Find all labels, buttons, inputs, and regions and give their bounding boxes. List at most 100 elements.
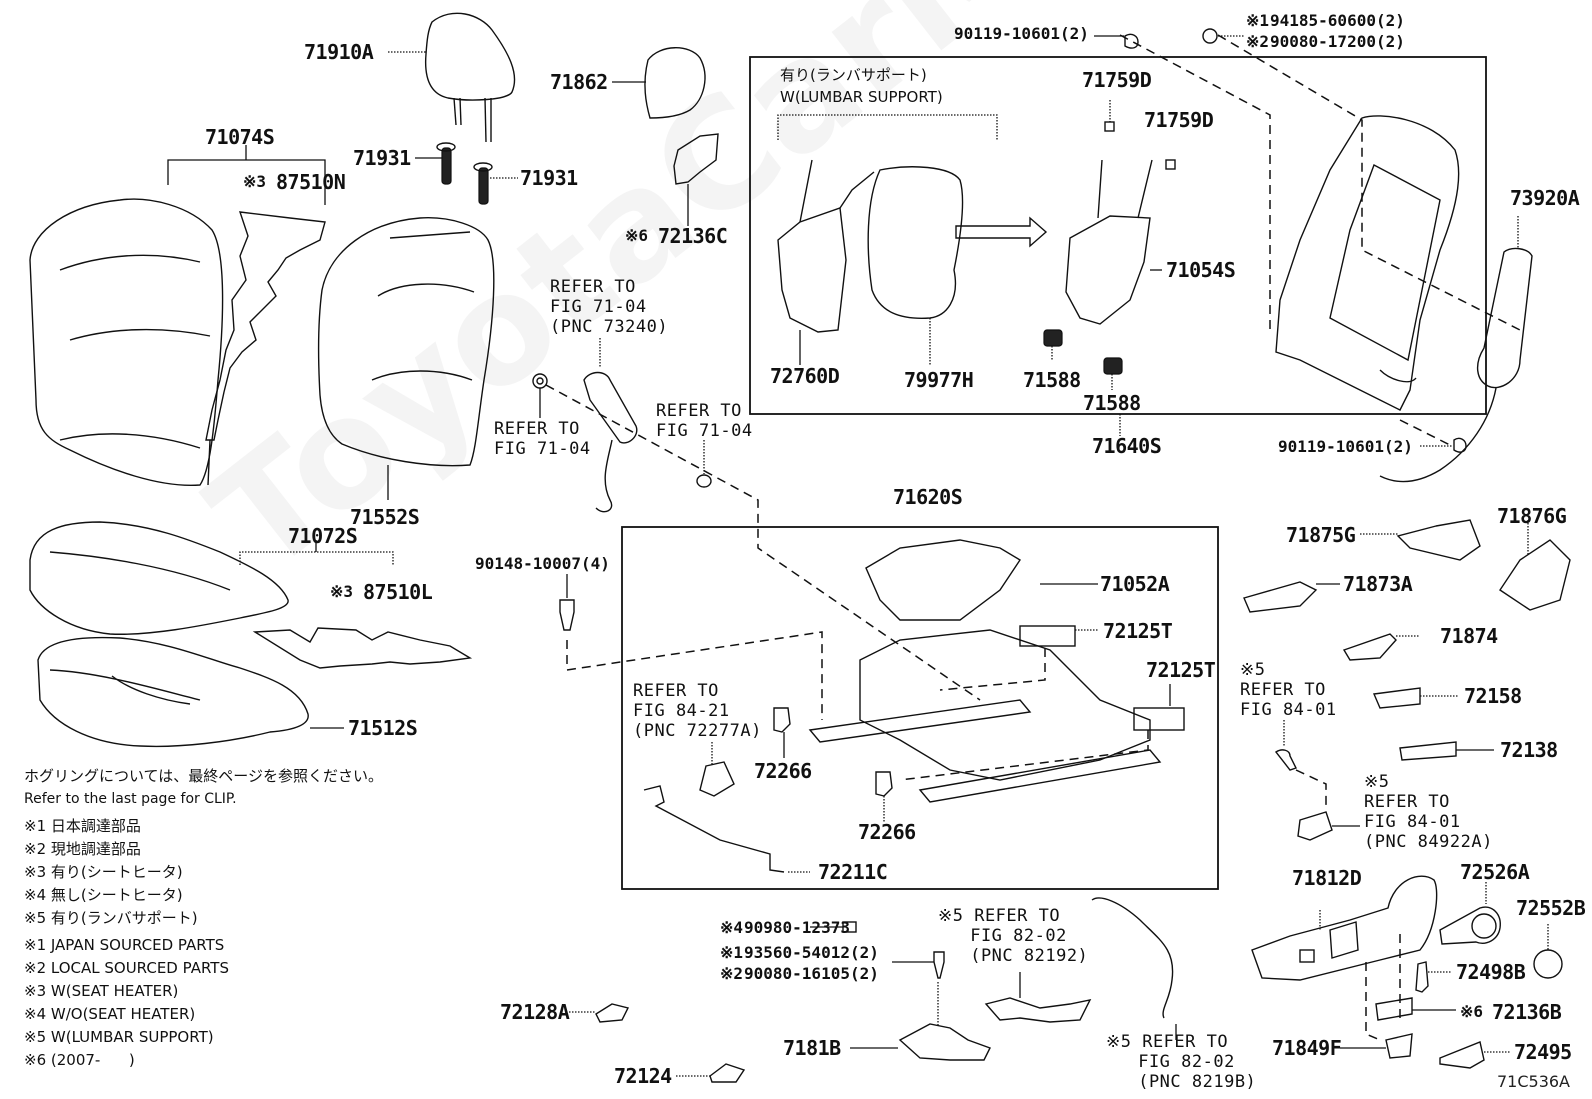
part-label-71588[interactable]: 71588 (1083, 391, 1141, 415)
part-label-93560-54012[interactable]: 93560-54012(2) (744, 943, 879, 962)
part-label-72211C[interactable]: 72211C (818, 860, 888, 884)
side-shield-drawing (1251, 875, 1438, 981)
part-label-71588[interactable]: 71588 (1023, 368, 1081, 392)
reference-fig-71-04[interactable]: REFER TO FIG 71-04 (656, 401, 753, 441)
part-label-72552B[interactable]: 72552B (1516, 896, 1586, 920)
screw-icon (1274, 749, 1297, 771)
part-label-90980-12373[interactable]: 90980-12373 (744, 918, 850, 937)
drawing-code: 71C536A (1496, 1072, 1570, 1091)
part-label-72128A[interactable]: 72128A (500, 1000, 570, 1024)
recliner-knob-drawing (1439, 906, 1501, 945)
part-label-90080-17200[interactable]: 90080-17200(2) (1270, 32, 1405, 51)
seat-track-group-box (621, 526, 1219, 890)
part-label-71052A[interactable]: 71052A (1100, 572, 1170, 596)
clip-note-jp: ホグリングについては、最終ページを参照ください。 (24, 767, 383, 785)
part-label-87510L[interactable]: 87510L (363, 580, 433, 604)
clip-72266-drawing (875, 771, 893, 797)
part-label-71874[interactable]: 71874 (1440, 624, 1498, 648)
part-label-72158[interactable]: 72158 (1464, 684, 1522, 708)
seatback-frame-group-box (749, 56, 1487, 415)
part-label-72136C[interactable]: 72136C (658, 224, 728, 248)
part-label-71876G[interactable]: 71876G (1497, 504, 1567, 528)
lumbar-group-caption-jp: 有り(ランバサポート) (780, 66, 927, 84)
towel-bar-drawing (643, 785, 785, 873)
part-label-87510N[interactable]: 87510N (276, 170, 346, 194)
part-label-71072S[interactable]: 71072S (288, 524, 358, 548)
note-mark: ※1 (720, 943, 744, 962)
note-mark: ※6 (1460, 1002, 1484, 1021)
part-label-72498B[interactable]: 72498B (1456, 960, 1526, 984)
reference-fig-82-02-pnc-82192[interactable]: ※5 REFER TO FIG 82-02 (PNC 82192) (938, 906, 1089, 966)
trim-72138-drawing (1399, 741, 1457, 761)
lumbar-support-drawing (777, 159, 875, 333)
note-mark: ※3 (330, 582, 354, 601)
part-label-71512S[interactable]: 71512S (348, 716, 418, 740)
part-label-90119-10601[interactable]: 90119-10601(2) (1278, 437, 1413, 456)
seatback-pad-drawing (318, 217, 495, 467)
part-label-72138[interactable]: 72138 (1500, 738, 1558, 762)
part-label-72125T[interactable]: 72125T (1103, 619, 1173, 643)
trim-71876G-drawing (1499, 539, 1571, 611)
cushion-heater-drawing (252, 627, 473, 669)
part-label-71910A[interactable]: 71910A (304, 40, 374, 64)
note-mark: ※2 (1246, 32, 1270, 51)
part-label-72266[interactable]: 72266 (754, 759, 812, 783)
legend-note-en: ※3 W(SEAT HEATER) (24, 982, 179, 1000)
legend-note-jp: ※4 無し(シートヒータ) (24, 886, 183, 904)
part-label-90080-16105[interactable]: 90080-16105(2) (744, 964, 879, 983)
reference-fig-84-01[interactable]: ※5 REFER TO FIG 84-01 (1240, 660, 1337, 720)
part-label-71640S[interactable]: 71640S (1092, 434, 1162, 458)
part-label-72136B[interactable]: 72136B (1492, 1000, 1562, 1024)
part-label-71812D[interactable]: 71812D (1292, 866, 1362, 890)
part-label-71873A[interactable]: 71873A (1343, 572, 1413, 596)
part-label-71552S[interactable]: 71552S (350, 505, 420, 529)
note-mark: ※3 (243, 172, 267, 191)
part-label-71931[interactable]: 71931 (353, 146, 411, 170)
clip-72266-drawing (773, 707, 791, 733)
part-label-71620S[interactable]: 71620S (893, 485, 963, 509)
part-label-90148-10007[interactable]: 90148-10007(4) (475, 554, 610, 573)
part-label-71862[interactable]: 71862 (550, 70, 608, 94)
part-label-79977H[interactable]: 79977H (904, 368, 974, 392)
part-label-72125T[interactable]: 72125T (1146, 658, 1216, 682)
part-label-72266[interactable]: 72266 (858, 820, 916, 844)
part-label-72495[interactable]: 72495 (1514, 1040, 1572, 1064)
reference-fig-84-21[interactable]: REFER TO FIG 84-21 (PNC 72277A) (633, 681, 762, 741)
part-label-71759D[interactable]: 71759D (1082, 68, 1152, 92)
reference-fig-71-04[interactable]: REFER TO FIG 71-04 (494, 419, 591, 459)
legend-note-jp: ※2 現地調達部品 (24, 840, 141, 858)
part-label-71074S[interactable]: 71074S (205, 125, 275, 149)
part-label-72124[interactable]: 72124 (614, 1064, 672, 1088)
note-mark: ※2 (720, 964, 744, 983)
cover-72498B-drawing (1415, 961, 1429, 993)
lumbar-group-caption-en: W(LUMBAR SUPPORT) (780, 88, 943, 106)
trim-71875G-drawing (1396, 519, 1481, 561)
legend-note-jp: ※1 日本調達部品 (24, 817, 141, 835)
trim-71874-drawing (1342, 633, 1397, 661)
side-airbag-drawing (1379, 247, 1533, 483)
part-label-71849F[interactable]: 71849F (1272, 1036, 1342, 1060)
headrest-guide-drawing (436, 142, 493, 205)
legend-note-en: ※1 JAPAN SOURCED PARTS (24, 936, 225, 954)
part-label-7181B[interactable]: 7181B (783, 1036, 841, 1060)
part-label-72760D[interactable]: 72760D (770, 364, 840, 388)
part-label-73920A[interactable]: 73920A (1510, 186, 1580, 210)
part-label-71054S[interactable]: 71054S (1166, 258, 1236, 282)
lumbar-bracket (777, 114, 998, 140)
reference-fig-71-04-pnc-73240[interactable]: REFER TO FIG 71-04 (PNC 73240) (550, 277, 669, 337)
part-label-71759D[interactable]: 71759D (1144, 108, 1214, 132)
reference-fig-82-02-pnc-8219B[interactable]: ※5 REFER TO FIG 82-02 (PNC 8219B) (1106, 1032, 1257, 1092)
legend-note-en: ※2 LOCAL SOURCED PARTS (24, 959, 229, 977)
reference-fig-84-01-pnc-84922A[interactable]: ※5 REFER TO FIG 84-01 (PNC 84922A) (1364, 772, 1493, 852)
arrow-icon (955, 216, 1048, 248)
seat-belt-buckle-drawing (583, 371, 638, 513)
cap-72552B-drawing (1533, 949, 1563, 979)
part-label-94185-60600[interactable]: 94185-60600(2) (1270, 11, 1405, 30)
headrest-cover-drawing (644, 47, 706, 119)
part-label-71931[interactable]: 71931 (520, 166, 578, 190)
part-label-71875G[interactable]: 71875G (1286, 523, 1356, 547)
seatback-cover-drawing (29, 198, 224, 487)
part-label-72526A[interactable]: 72526A (1460, 860, 1530, 884)
lumbar-assembly-drawing (1065, 159, 1153, 325)
part-label-90119-10601[interactable]: 90119-10601(2) (954, 24, 1089, 43)
